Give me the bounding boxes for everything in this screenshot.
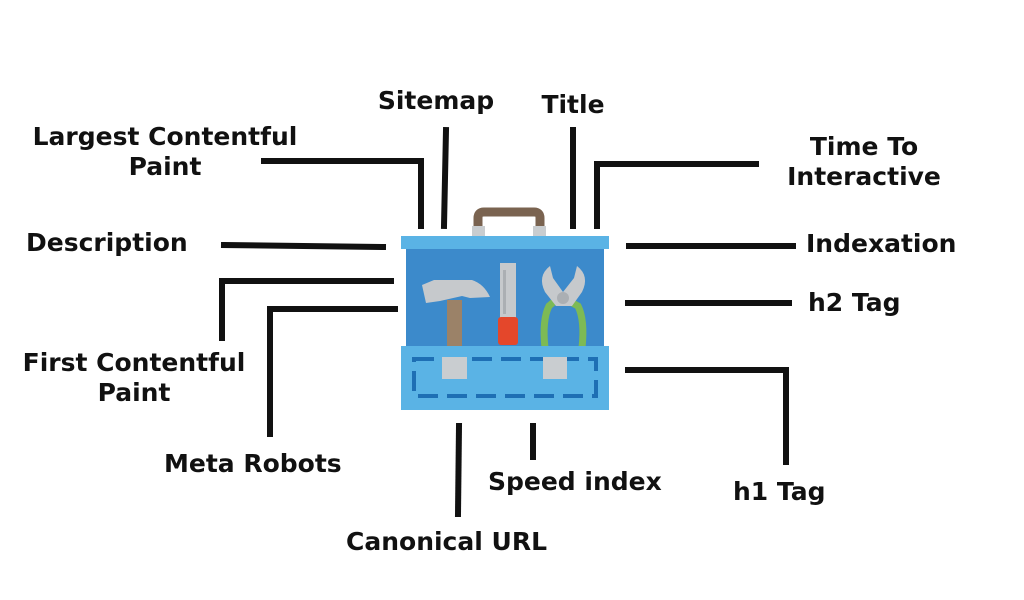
label-largest-contentful-paint: Largest Contentful Paint bbox=[20, 122, 310, 182]
label-sitemap: Sitemap bbox=[377, 86, 495, 115]
label-canonical-url: Canonical URL bbox=[346, 527, 548, 556]
connector-lines bbox=[219, 126, 796, 518]
toolbox-handle bbox=[473, 207, 545, 234]
label-time-to-interactive-line2: Interactive bbox=[787, 162, 941, 191]
tray-dashed-outline bbox=[412, 357, 598, 398]
toolbox-lid bbox=[401, 236, 609, 249]
label-speed-index: Speed index bbox=[488, 467, 662, 496]
label-time-to-interactive-line1: Time To bbox=[809, 132, 919, 161]
label-indexation: Indexation bbox=[806, 229, 957, 258]
label-largest-contentful-paint-line2: Paint bbox=[128, 152, 202, 181]
label-description: Description bbox=[26, 228, 188, 257]
toolbox-icon bbox=[401, 207, 609, 410]
connector-largest-contentful-paint bbox=[261, 158, 424, 229]
label-first-contentful-paint-line1: First Contentful bbox=[22, 348, 246, 377]
handle-clip-right bbox=[533, 226, 546, 236]
connector-meta-robots bbox=[267, 306, 398, 437]
connector-time-to-interactive bbox=[594, 161, 759, 229]
label-time-to-interactive: Time To Interactive bbox=[778, 132, 950, 192]
connector-h1-tag bbox=[625, 367, 789, 465]
toolbox-tray bbox=[401, 346, 609, 410]
label-first-contentful-paint-line2: Paint bbox=[97, 378, 171, 407]
label-first-contentful-paint: First Contentful Paint bbox=[8, 348, 260, 408]
connector-description bbox=[220, 241, 387, 251]
label-meta-robots: Meta Robots bbox=[164, 449, 342, 478]
connector-canonical-url bbox=[454, 422, 463, 518]
label-title: Title bbox=[541, 90, 605, 119]
label-largest-contentful-paint-line1: Largest Contentful bbox=[32, 122, 298, 151]
connector-first-contentful-paint bbox=[219, 278, 394, 341]
handle-clip-left bbox=[472, 226, 485, 236]
label-h2-tag: h2 Tag bbox=[808, 288, 901, 317]
label-h1-tag: h1 Tag bbox=[733, 477, 826, 506]
connector-sitemap bbox=[440, 126, 450, 230]
screwdriver-icon bbox=[498, 263, 518, 345]
